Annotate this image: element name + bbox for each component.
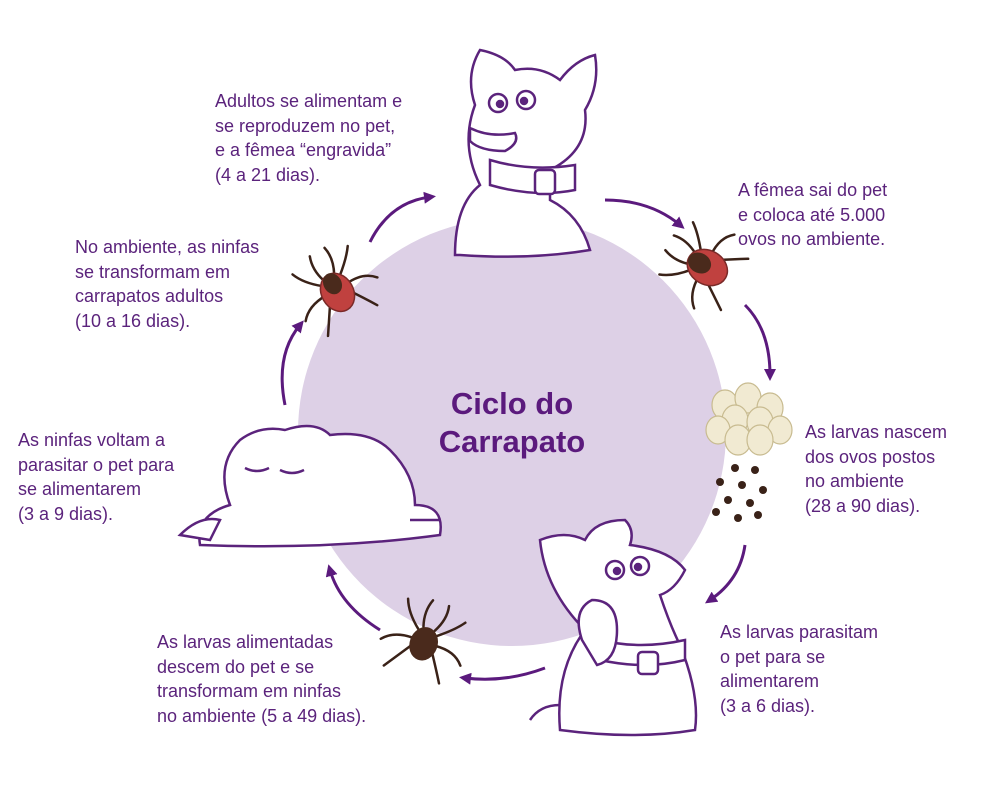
step-nymphs-to-adults: No ambiente, as ninfas se transformam em… — [75, 235, 259, 333]
step-line: ovos no ambiente. — [738, 229, 886, 249]
dog-scratching-icon — [528, 518, 698, 737]
arrow-3 — [743, 303, 776, 381]
step-larvae-parasitize: As larvas parasitam o pet para se alimen… — [720, 620, 878, 718]
arrow-5 — [459, 666, 546, 685]
step-line: carrapatos adultos — [75, 286, 224, 306]
step-line: Adultos se alimentam e — [215, 91, 403, 111]
step-line: e a fêmea “engravida” — [215, 140, 392, 160]
step-line: (10 a 16 dias). — [75, 310, 191, 331]
step-line: se transformam em — [75, 261, 231, 282]
title-line: Ciclo do — [450, 386, 574, 421]
step-line: As larvas nascem — [805, 422, 948, 442]
step-larvae-hatch: As larvas nascem dos ovos postos no ambi… — [805, 420, 947, 518]
arrow-6 — [325, 564, 381, 632]
larvae-icon — [712, 464, 767, 522]
arrow-2 — [604, 198, 685, 229]
step-line: e coloca até 5.000 — [738, 204, 886, 225]
dog-top-icon — [453, 48, 598, 258]
dog-sleeping-icon — [177, 424, 442, 548]
step-line: As larvas parasitam — [720, 622, 879, 642]
step-female-lays-eggs: A fêmea sai do pet e coloca até 5.000 ov… — [738, 178, 887, 252]
diagram-title: Ciclo do Carrapato — [412, 385, 612, 461]
step-line: As ninfas voltam a — [18, 430, 166, 450]
adult-tick-left-icon — [277, 231, 392, 344]
step-line: o pet para se — [720, 646, 826, 667]
step-line: No ambiente, as ninfas — [75, 237, 260, 257]
arrow-7 — [280, 320, 304, 406]
cycle-arrows — [280, 191, 776, 685]
step-line: descem do pet e se — [157, 656, 315, 677]
title-line: Carrapato — [438, 424, 586, 459]
step-line: no ambiente — [805, 471, 905, 491]
step-line: A fêmea sai do pet — [738, 180, 888, 200]
nymph-tick-icon — [371, 586, 480, 692]
step-line: se alimentarem — [18, 479, 142, 499]
female-tick-icon — [646, 207, 759, 322]
step-line: parasitar o pet para — [18, 454, 175, 475]
step-line: As larvas alimentadas — [157, 632, 334, 652]
arrow-1 — [368, 191, 436, 243]
arrow-4 — [705, 544, 747, 604]
step-line: alimentarem — [720, 671, 820, 691]
eggs-icon — [705, 382, 793, 456]
step-line: transformam em ninfas — [157, 681, 342, 701]
step-line: (4 a 21 dias). — [215, 164, 321, 185]
step-larvae-to-nymphs: As larvas alimentadas descem do pet e se… — [157, 630, 366, 728]
step-line: dos ovos postos — [805, 446, 936, 467]
step-line: no ambiente (5 a 49 dias). — [157, 705, 367, 726]
step-nymphs-parasitize: As ninfas voltam a parasitar o pet para … — [18, 428, 174, 526]
step-line: (3 a 9 dias). — [18, 503, 114, 524]
step-line: (28 a 90 dias). — [805, 495, 921, 516]
step-line: (3 a 6 dias). — [720, 695, 816, 716]
step-adults-feed: Adultos se alimentam e se reproduzem no … — [215, 89, 402, 187]
step-line: se reproduzem no pet, — [215, 115, 396, 136]
